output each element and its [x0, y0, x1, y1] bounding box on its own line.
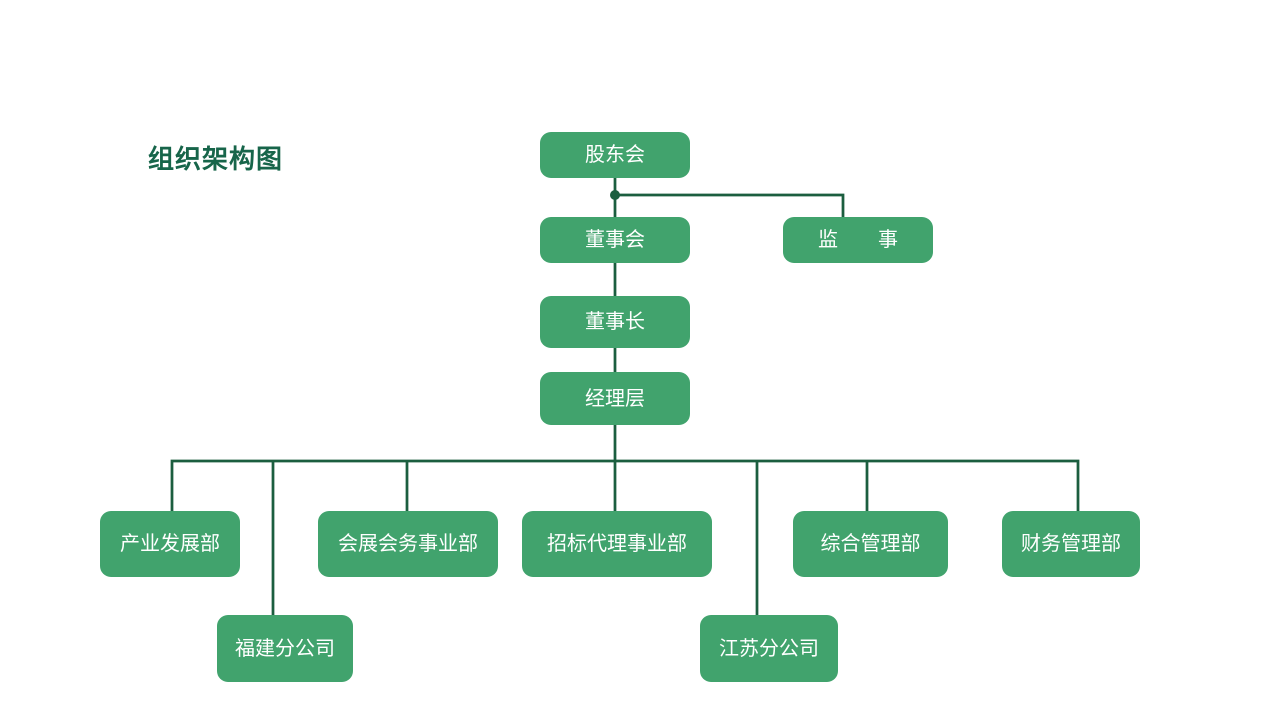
org-node-exhibition-conference-dept: 会展会务事业部: [318, 511, 498, 577]
connector-rail: [170, 459, 1080, 512]
page-title: 组织架构图: [148, 144, 284, 174]
org-node-industry-development-dept: 产业发展部: [100, 511, 240, 577]
org-node-fujian-branch: 福建分公司: [217, 615, 353, 682]
org-node-board-of-directors: 董事会: [540, 217, 690, 263]
org-node-shareholders-meeting: 股东会: [540, 132, 690, 178]
org-node-bidding-agency-dept: 招标代理事业部: [522, 511, 712, 577]
org-node-jiangsu-branch: 江苏分公司: [700, 615, 838, 682]
org-node-chairman: 董事长: [540, 296, 690, 348]
org-node-supervisor: 监 事: [783, 217, 933, 263]
connector-shareholders-supervisor: [615, 193, 845, 218]
org-node-management-level: 经理层: [540, 372, 690, 425]
org-node-finance-management-dept: 财务管理部: [1002, 511, 1140, 577]
org-node-general-management-dept: 综合管理部: [793, 511, 948, 577]
